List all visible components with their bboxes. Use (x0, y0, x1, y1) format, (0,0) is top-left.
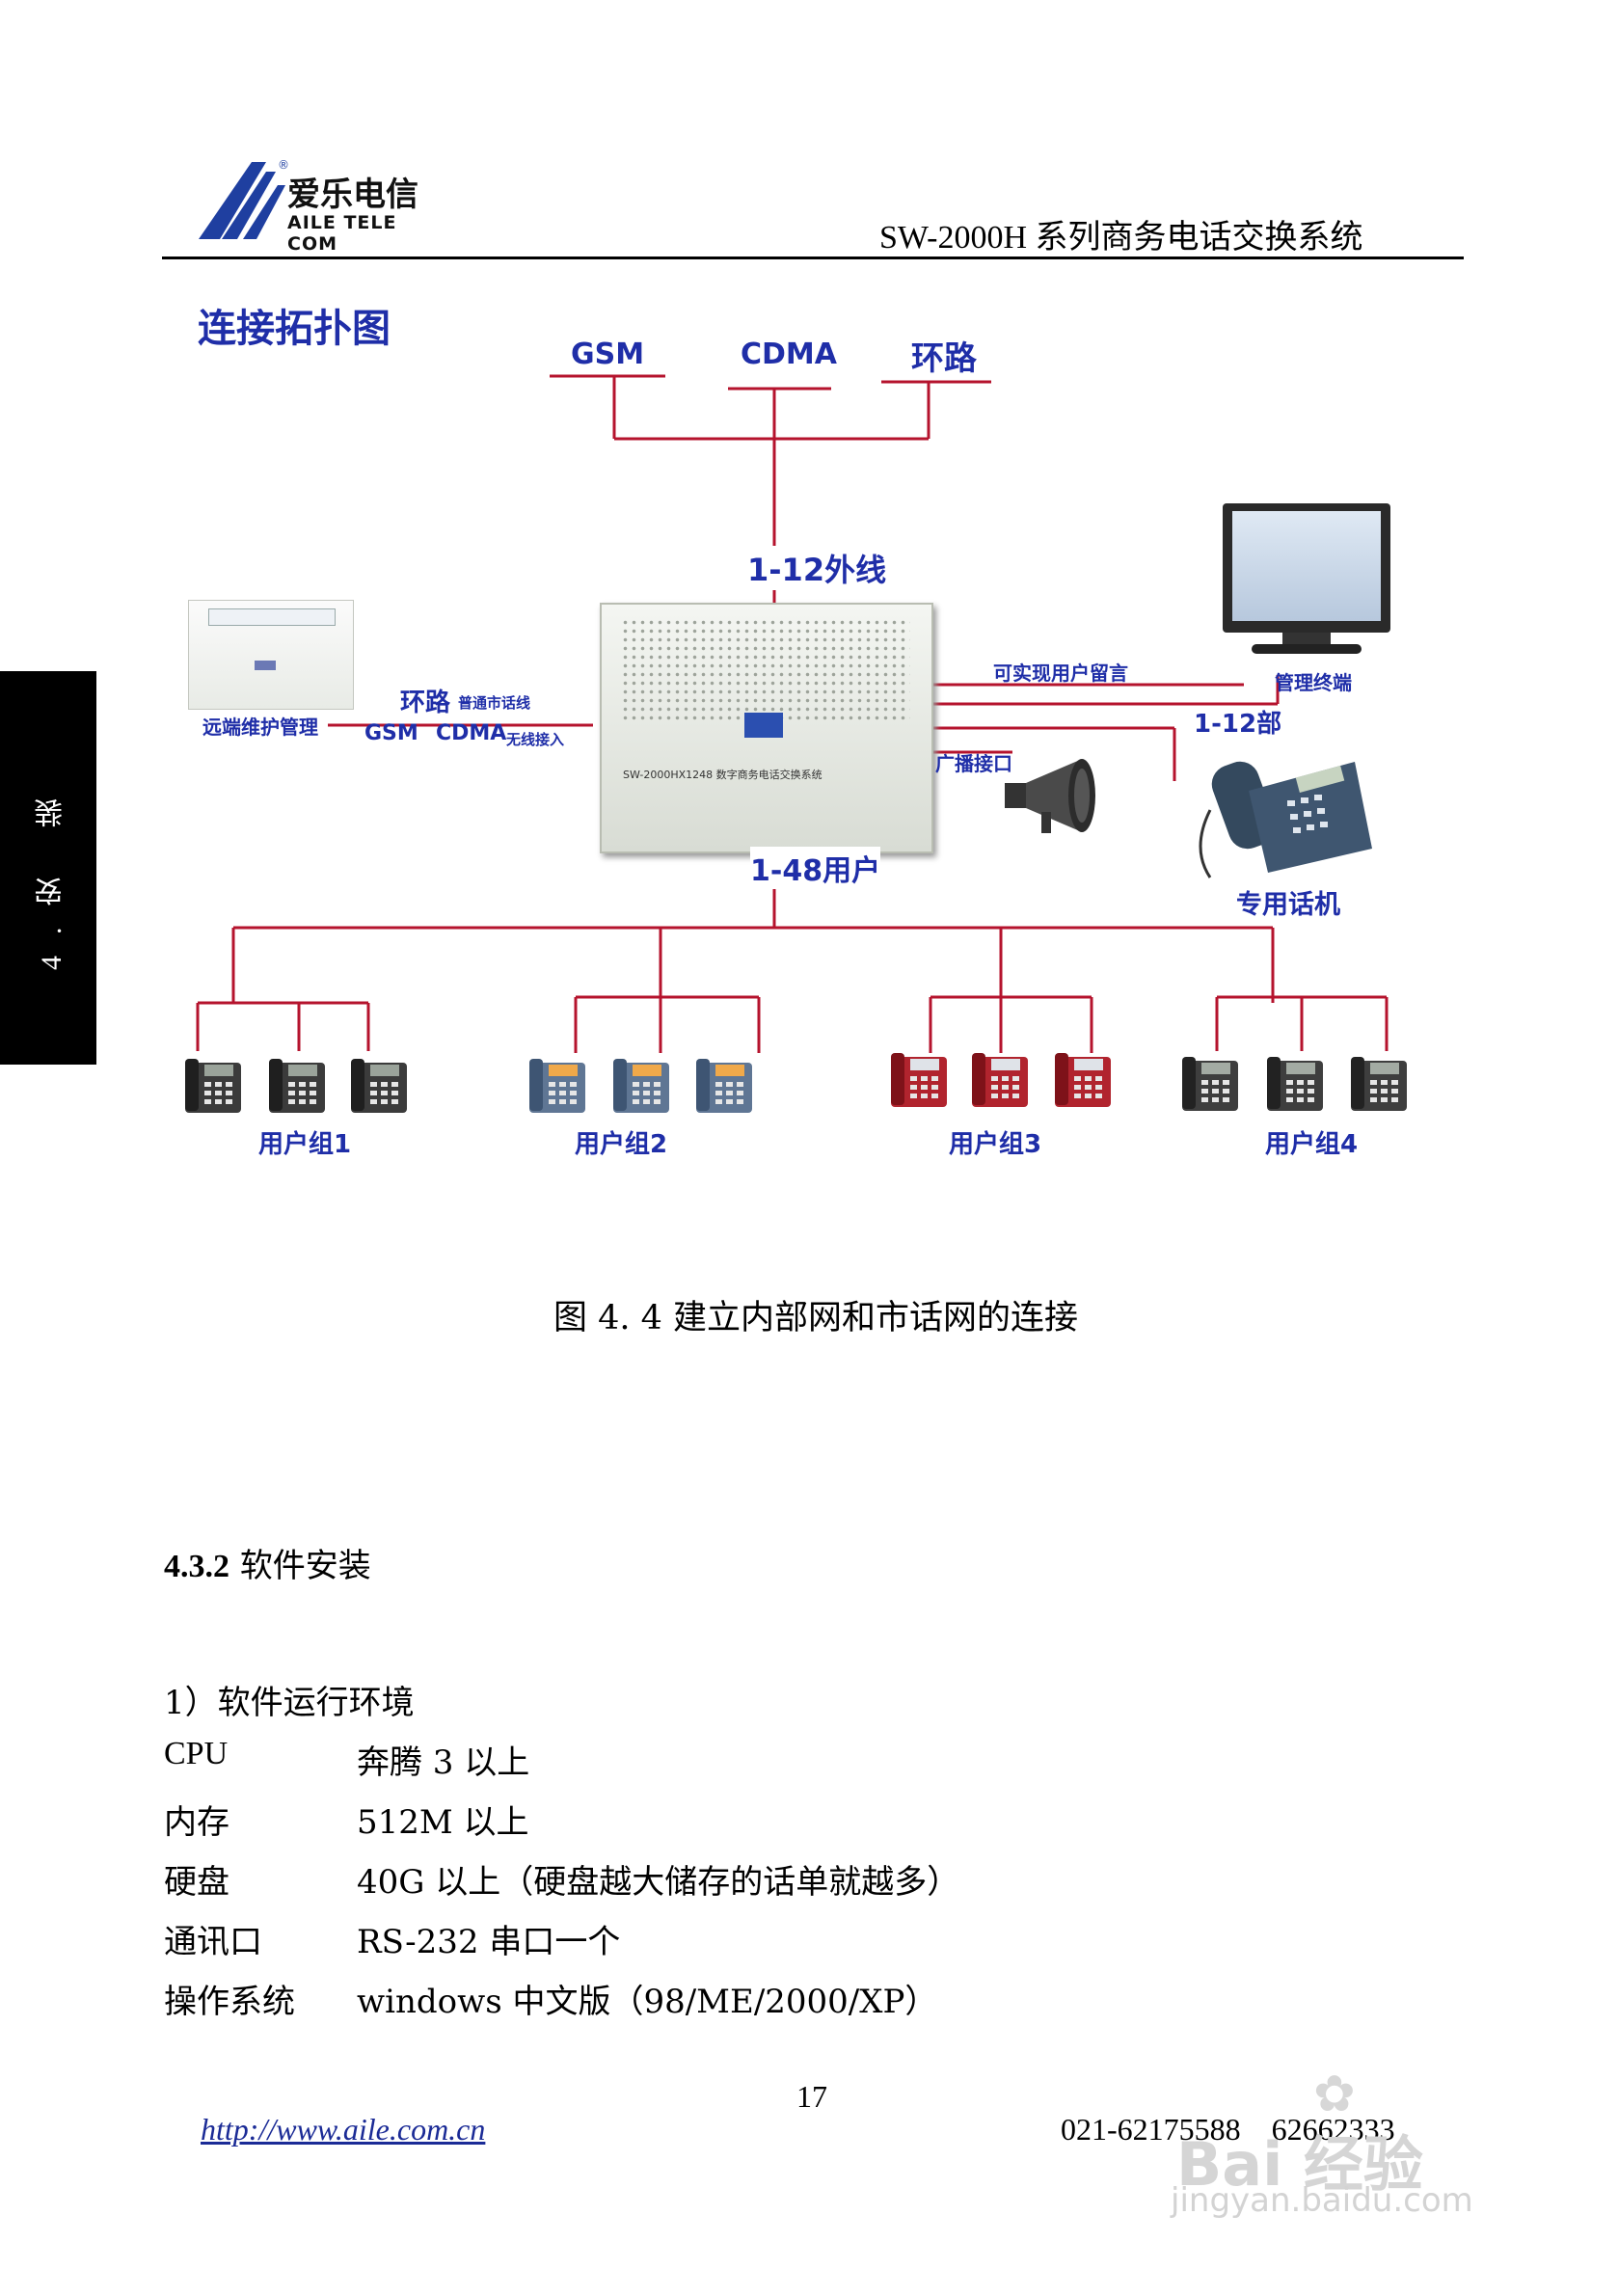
source-label-cdma: CDMA (741, 338, 837, 371)
user-group-3-label: 用户组3 (949, 1124, 1041, 1160)
source-label-gsm: GSM (571, 338, 644, 371)
spec-value: 40G 以上（硬盘越大储存的话单就越多） (357, 1855, 959, 1903)
telephone-icon (181, 1055, 245, 1115)
monitor-image (1223, 503, 1392, 673)
broadcast-label: 广播接口 (935, 748, 1012, 776)
spec-label: 操作系统 (164, 1975, 295, 2022)
spec-row-disk: 硬盘 40G 以上（硬盘越大储存的话单就越多） (0, 1855, 1618, 1898)
section-heading: 4.3.2 软件安装 (164, 1539, 371, 1586)
remote-device-image (188, 600, 354, 710)
page-number: 17 (796, 2079, 827, 2115)
telephone-icon (692, 1055, 756, 1115)
telephone-icon (887, 1049, 951, 1109)
user-group-2-label: 用户组2 (575, 1124, 667, 1160)
loop-sub-label: 普通市话线 (458, 692, 530, 713)
source-label-loop: 环路 (911, 332, 977, 379)
user-group-4-label: 用户组4 (1265, 1124, 1358, 1160)
spec-row-os: 操作系统 windows 中文版（98/ME/2000/XP） (0, 1975, 1618, 2017)
switch-device-image: SW-2000HX1248 数字商务电话交换系统 (600, 603, 933, 853)
outer-lines-label: 1-12外线 (747, 546, 886, 590)
spec-label: 内存 (164, 1796, 229, 1843)
spec-label: 通讯口 (164, 1915, 262, 1962)
env-heading: 1）软件运行环境 (164, 1676, 415, 1723)
management-terminal-label: 管理终端 (1275, 667, 1352, 695)
section-number: 4.3.2 (164, 1549, 229, 1584)
spec-label: 硬盘 (164, 1855, 229, 1903)
remote-device-panel (208, 608, 336, 626)
users-count-label: 1-48用户 (750, 847, 880, 889)
spec-row-cpu: CPU 奔腾 3 以上 (0, 1736, 1618, 1778)
telephone-icon (968, 1049, 1032, 1109)
spec-row-port: 通讯口 RS-232 串口一个 (0, 1915, 1618, 1958)
section-title: 软件安装 (240, 1547, 371, 1585)
loop-label: 环路 (400, 683, 450, 718)
telephone-icon (526, 1055, 589, 1115)
wireless-access-label: 无线接入 (506, 729, 564, 749)
remote-device-badge-icon (255, 661, 276, 670)
telephone-icon (347, 1055, 411, 1115)
telephone-icon (1347, 1053, 1411, 1113)
monitor-screen (1232, 511, 1381, 621)
paw-icon: ✿ (1313, 2066, 1356, 2123)
spec-row-memory: 内存 512M 以上 (0, 1796, 1618, 1838)
megaphone-icon (1003, 754, 1103, 841)
voicemail-label: 可实现用户留言 (993, 658, 1128, 686)
wireless-gsm-label: GSM (364, 721, 418, 745)
dedicated-phone-label: 专用话机 (1236, 883, 1340, 921)
spec-value: RS-232 串口一个 (357, 1915, 620, 1962)
telephone-icon (1178, 1053, 1242, 1113)
dedicated-count-label: 1-12部 (1194, 704, 1281, 740)
remote-maintenance-label: 远端维护管理 (202, 712, 318, 740)
watermark-url: jingyan.baidu.com (1171, 2181, 1473, 2220)
telephone-icon (1263, 1053, 1327, 1113)
telephone-icon (265, 1055, 329, 1115)
switch-logo-icon (744, 713, 783, 738)
figure-caption: 图 4. 4 建立内部网和市话网的连接 (553, 1290, 1078, 1339)
telephone-icon (609, 1055, 673, 1115)
spec-value: windows 中文版（98/ME/2000/XP） (357, 1975, 937, 2022)
footer-website-link[interactable]: http://www.aile.com.cn (201, 2112, 485, 2147)
telephone-icon (1051, 1049, 1115, 1109)
wireless-cdma-label: CDMA (436, 721, 506, 745)
dedicated-phone-icon (1191, 743, 1374, 879)
spec-value: 512M 以上 (357, 1796, 529, 1843)
user-group-1-label: 用户组1 (258, 1124, 351, 1160)
switch-vent-grille (621, 618, 910, 724)
spec-value: 奔腾 3 以上 (357, 1736, 529, 1783)
spec-label: CPU (164, 1736, 228, 1772)
switch-device-text: SW-2000HX1248 数字商务电话交换系统 (623, 767, 822, 782)
monitor-base (1252, 644, 1362, 654)
